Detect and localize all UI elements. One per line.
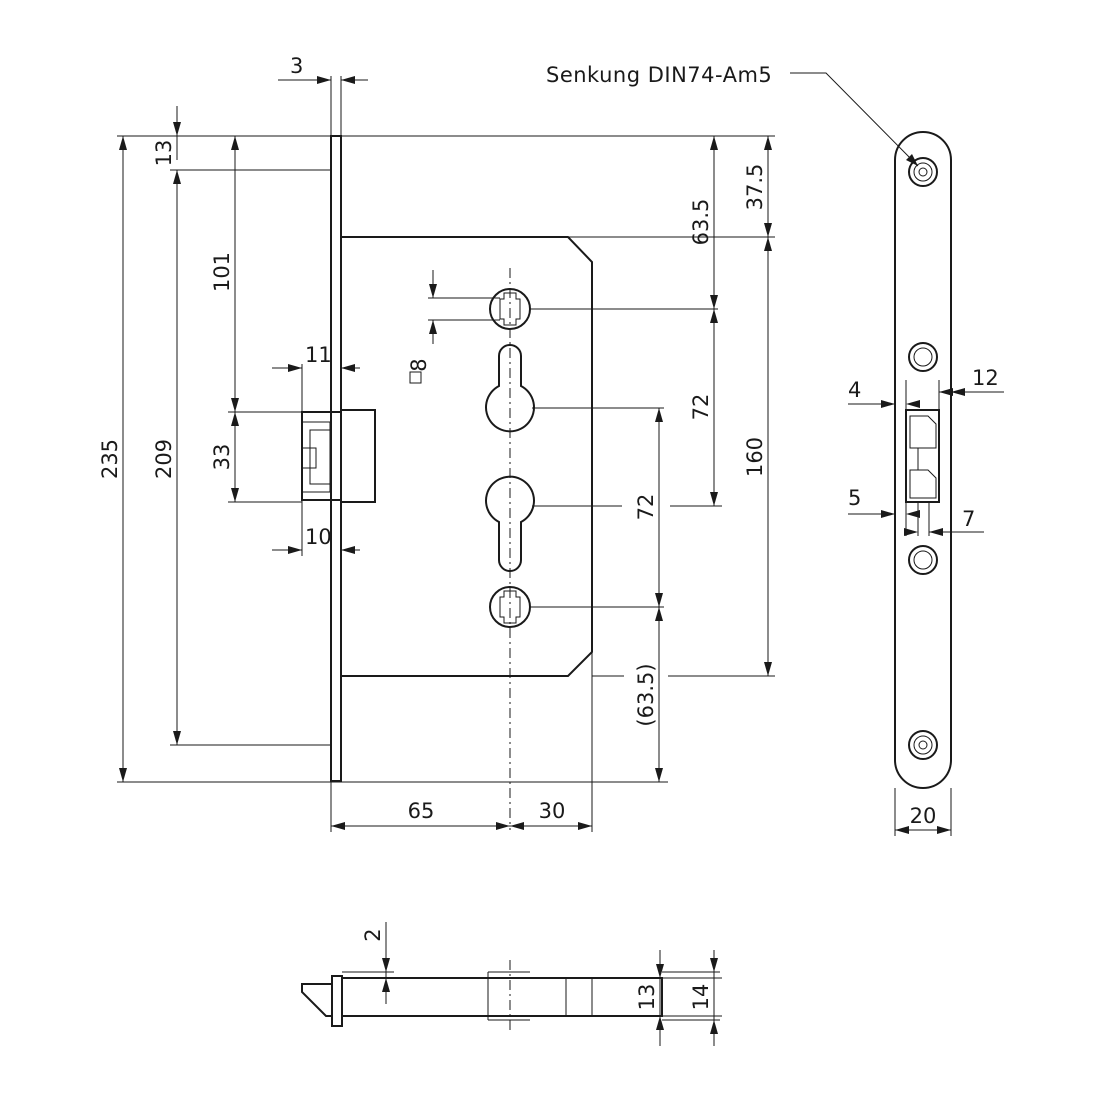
- dim-latch-top: 101: [210, 252, 234, 292]
- dim-case-height: 160: [743, 437, 767, 477]
- main-view-dimension-lines: [117, 76, 775, 832]
- bottom-case: [341, 977, 663, 1017]
- square-8-label: 8: [407, 358, 431, 384]
- callout-leader: [790, 72, 919, 167]
- svg-text:8: 8: [407, 358, 431, 371]
- bottom-view-dimension-lines: [342, 922, 722, 1046]
- countersink-callout: Senkung DIN74-Am5: [546, 63, 772, 87]
- dim-faceplate-width: 20: [910, 804, 937, 828]
- dim-top-offset: 13: [152, 140, 176, 167]
- mortise-lock-front-view: [301, 135, 593, 830]
- side-view-arrows: [881, 388, 965, 834]
- dim-follower-bottom: (63.5): [634, 663, 658, 726]
- cylinder-hole-upper: [485, 344, 535, 433]
- dim-overall-thickness: 14: [689, 984, 713, 1011]
- latch-cutout: [905, 409, 940, 503]
- dim-latch-projection: 11: [305, 343, 332, 367]
- dim-distance-lower: 72: [634, 494, 658, 521]
- faceplate-side-view: [790, 72, 952, 789]
- dim-latch-height: 33: [210, 444, 234, 471]
- dim-backset: 65: [408, 799, 435, 823]
- main-view-arrows: [119, 76, 772, 830]
- bottom-faceplate: [331, 975, 343, 1027]
- dim-latch-width: 7: [962, 507, 975, 531]
- latch-bolt: [301, 409, 376, 503]
- dim-case-top: 37.5: [743, 164, 767, 211]
- dim-latch-offset: 5: [848, 486, 861, 510]
- dim-case-offset: 2: [361, 928, 385, 941]
- dim-distance-upper: 72: [689, 394, 713, 421]
- lock-case: [341, 236, 593, 677]
- screw-hole-upper: [908, 342, 938, 372]
- faceplate-outline: [894, 131, 952, 789]
- dim-faceplate-thickness: 3: [290, 54, 303, 78]
- bottom-view: [301, 960, 663, 1030]
- screw-hole-top: [908, 157, 938, 187]
- bottom-latch: [301, 983, 332, 1017]
- bottom-view-arrows: [382, 958, 718, 1034]
- dim-case-rear: 30: [539, 799, 566, 823]
- screw-hole-bottom: [908, 730, 938, 760]
- faceplate: [330, 135, 342, 782]
- dim-screw-distance: 209: [152, 439, 176, 479]
- dim-latch-depth: 10: [305, 525, 332, 549]
- screw-hole-lower: [908, 545, 938, 575]
- dim-case-thickness: 13: [635, 984, 659, 1011]
- dim-cutout-right: 12: [972, 366, 999, 390]
- dim-total-height: 235: [98, 439, 122, 479]
- dim-follower-top: 63.5: [689, 199, 713, 246]
- dim-cutout-offset: 4: [848, 378, 861, 402]
